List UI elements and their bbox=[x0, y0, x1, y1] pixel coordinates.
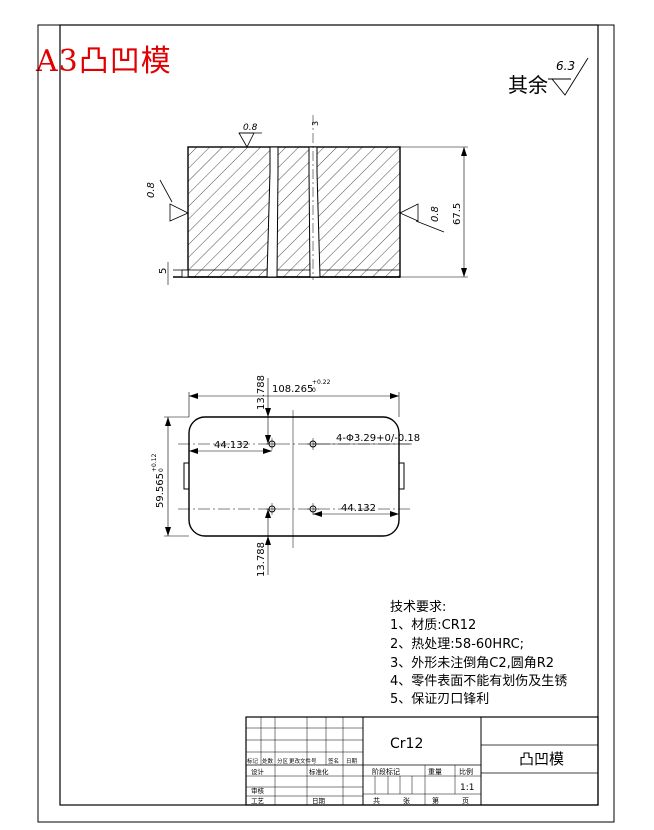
tech-req-item-5: 5、保证刃口锋利 bbox=[390, 692, 490, 707]
rev-header-doc: 更改文件号 bbox=[289, 757, 317, 765]
scale-value: 1:1 bbox=[460, 783, 474, 793]
plan-dim-width-tol-lower: 0 bbox=[158, 468, 165, 472]
sheet-title: A3凸凹模 bbox=[36, 44, 172, 79]
plan-dim-length: 108.265 bbox=[272, 384, 313, 395]
roughness-note: 其余 6.3 bbox=[508, 57, 589, 97]
rev-header-zone: 分区 bbox=[277, 757, 289, 765]
tech-req-item-4: 4、零件表面不能有划伤及生锈 bbox=[390, 674, 568, 689]
front-roughness-top: 0.8 bbox=[243, 123, 258, 133]
plan-dim-width: 59.565 bbox=[155, 473, 166, 508]
front-roughness-left: 0.8 bbox=[146, 182, 157, 198]
plan-dim-width-tol: +0.12 bbox=[151, 453, 158, 472]
material-value: Cr12 bbox=[390, 736, 423, 752]
title-block bbox=[245, 716, 599, 806]
rev-header-date: 日期 bbox=[346, 758, 358, 765]
front-dim-height: 67.5 bbox=[452, 203, 463, 225]
front-view: 0.8 0.8 0.8 67.5 5 3 bbox=[146, 115, 468, 285]
role-review: 审核 bbox=[251, 786, 265, 795]
stage-label: 阶段标记 bbox=[372, 767, 400, 776]
rev-header-count: 处数 bbox=[262, 757, 274, 765]
scale-label: 比例 bbox=[459, 767, 473, 776]
tech-req-item-3: 3、外形未注倒角C2,圆角R2 bbox=[390, 656, 555, 671]
role-design: 设计 bbox=[251, 767, 265, 776]
plan-dim-right-x: 44.132 bbox=[341, 503, 376, 514]
front-dim-top-small: 3 bbox=[311, 121, 320, 126]
front-hole-left bbox=[266, 146, 279, 278]
tech-req-item-2: 2、热处理:58-60HRC; bbox=[390, 637, 525, 652]
front-hole-right bbox=[308, 146, 321, 278]
tech-req-item-1: 1、材质:CR12 bbox=[390, 618, 477, 633]
outer-border bbox=[37, 24, 615, 823]
roughness-label: 其余 bbox=[508, 73, 548, 97]
plan-dim-hole-offset-top: 13.788 bbox=[256, 375, 267, 410]
date-label: 日期 bbox=[312, 797, 326, 805]
front-roughness-right-symbol bbox=[399, 203, 419, 222]
rev-header-mark: 标记 bbox=[247, 757, 259, 765]
total-label: 共 bbox=[373, 796, 380, 805]
plan-dim-left-x: 44.132 bbox=[214, 440, 249, 451]
plan-dim-length-tol: +0.22 bbox=[312, 379, 331, 386]
title-block-text: Cr12 凸凹模 1:1 标记 处数 分区 更改文件号 签名 日期 设计 标准化… bbox=[247, 736, 564, 805]
role-process: 工艺 bbox=[251, 797, 265, 805]
rev-header-sign: 签名 bbox=[328, 757, 339, 765]
plan-holes bbox=[266, 438, 319, 515]
roughness-value: 6.3 bbox=[556, 59, 575, 73]
page-label: 第 bbox=[432, 796, 439, 805]
plan-dim-hole-offset-bottom: 13.788 bbox=[256, 542, 267, 577]
roughness-symbol bbox=[551, 57, 589, 96]
front-roughness-top-symbol bbox=[238, 132, 255, 148]
front-dim-step: 5 bbox=[158, 268, 169, 274]
role-standard: 标准化 bbox=[309, 767, 329, 776]
sheet-label: 张 bbox=[403, 796, 410, 805]
plan-dim-length-tol-lower: 0 bbox=[312, 387, 316, 394]
front-roughness-left-symbol bbox=[169, 203, 189, 222]
page-unit: 页 bbox=[462, 797, 469, 805]
front-view-section bbox=[187, 146, 401, 278]
front-roughness-right: 0.8 bbox=[430, 206, 441, 222]
part-name: 凸凹模 bbox=[519, 750, 564, 768]
plan-hole-callout: 4-Φ3.29+0/-0.18 bbox=[336, 433, 420, 444]
weight-label: 重量 bbox=[428, 768, 442, 776]
plan-view: 108.265 +0.22 0 59.565 +0.12 0 13.788 13… bbox=[151, 375, 420, 577]
tech-req-heading: 技术要求: bbox=[390, 600, 447, 615]
